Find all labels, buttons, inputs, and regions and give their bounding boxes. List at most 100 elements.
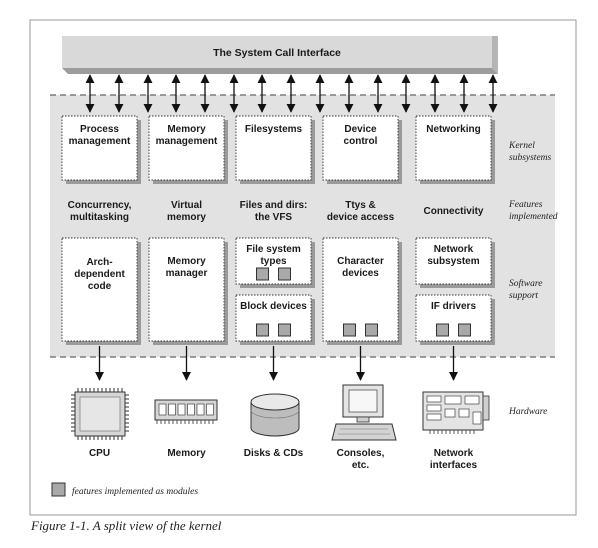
subsystem-label-line: Process [80,124,119,135]
feature-label-line: Virtual [171,200,202,211]
subsystem-label-line: Memory [167,124,206,135]
feature-label: Concurrency,multitasking [68,200,132,223]
hardware-label: Disks & CDs [244,448,304,459]
side-features-implemented: Features implemented [508,200,558,222]
hardware-label-line: Disks & CDs [244,448,304,459]
side-hardware: Hardware [508,407,547,417]
hardware-label-line: CPU [89,448,110,459]
cpu-icon [71,388,129,440]
feature-label-line: Files and dirs: [240,200,308,211]
subsystem-label: Filesystems [245,124,303,135]
subsystem-label-line: Device [344,124,377,135]
support-label-line: dependent [74,269,125,280]
feature-label: Connectivity [423,206,483,217]
network-card-icon [422,391,490,434]
subsystem-label-line: Filesystems [245,124,303,135]
feature-label-line: device access [327,212,395,223]
disk-icon [250,393,300,437]
hardware-label-line: Network [434,448,474,459]
syscall-arrows [85,74,498,113]
module-square [256,267,269,281]
module-square [436,323,449,337]
feature-label-line: Concurrency, [68,200,132,211]
side-hardware-line: Hardware [508,407,547,417]
support-box: Block devices [235,294,315,345]
hardware-label: Memory [167,448,206,459]
subsystem-label-line: control [344,136,378,147]
side-software-support: Software support [509,278,542,301]
module-square [343,323,356,337]
subsystem-label-line: management [69,136,131,147]
module-square [365,323,378,337]
side-software-support-line: support [509,291,538,301]
hardware-arrows [94,346,459,381]
feature-label: Ttys &device access [327,200,395,223]
side-kernel-subsystems-line: Kernel [508,141,535,151]
support-label: Block devices [240,301,307,312]
support-label-line: IF drivers [431,301,476,312]
subsystem-label: Networking [426,124,480,135]
subsystem-box: Filesystems [235,115,315,184]
side-features-implemented-line: implemented [509,212,558,222]
memory-icon [154,399,218,424]
hardware-label: CPU [89,448,110,459]
feature-label-line: multitasking [70,212,129,223]
hardware-label-line: Memory [167,448,206,459]
support-label-line: devices [342,268,379,279]
module-square [278,323,291,337]
hardware-label-line: Consoles, [337,448,385,459]
support-box: IF drivers [415,294,495,345]
hardware-label-line: interfaces [430,460,478,471]
side-kernel-subsystems: Kernel subsystems [508,141,552,163]
module-square [458,323,471,337]
console-icon [331,384,397,441]
feature-label: Files and dirs:the VFS [240,200,308,223]
support-label-line: Block devices [240,301,307,312]
side-kernel-subsystems-line: subsystems [509,153,552,163]
side-software-support-line: Software [509,278,542,289]
feature-label-line: Connectivity [423,206,483,217]
legend-label: features implemented as modules [72,486,198,497]
legend: features implemented as modules [51,482,198,497]
syscall-interface-label: The System Call Interface [213,47,341,59]
hardware-label-line: etc. [352,460,369,471]
figure-caption: Figure 1-1. A split view of the kernel [30,518,222,533]
support-label-line: Arch- [86,257,112,268]
legend-module-square [51,482,66,497]
support-label-line: Character [337,256,384,267]
side-features-implemented-line: Features [508,200,543,210]
module-square [278,267,291,281]
feature-label-line: Ttys & [345,200,376,211]
feature-label-line: memory [167,212,206,223]
support-label-line: File system [246,244,301,255]
support-label-line: types [260,256,287,267]
subsystem-label-line: management [156,136,218,147]
subsystem-box: Networking [415,115,495,184]
hardware-label: Consoles,etc. [337,448,385,471]
support-label-line: manager [166,268,208,279]
support-label-line: Memory [167,256,206,267]
feature-label-line: the VFS [255,212,293,223]
